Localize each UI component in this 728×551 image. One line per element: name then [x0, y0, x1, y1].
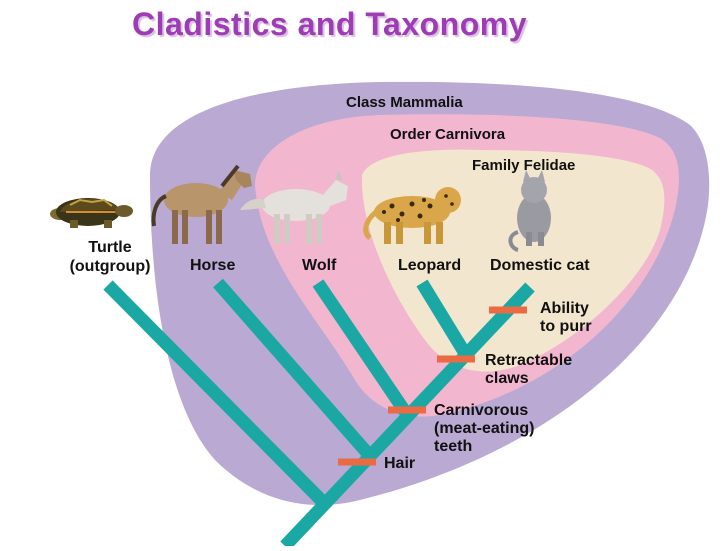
taxon-label-wolf: Wolf	[302, 257, 337, 274]
horse-illustration	[151, 164, 252, 244]
taxon-label-leopard: Leopard	[398, 257, 462, 274]
taxon-label-horse: Horse	[190, 257, 236, 274]
domestic-cat-illustration	[508, 170, 551, 252]
trait-label-carnivorous-teeth: Carnivorous (meat-eating) teeth	[434, 402, 534, 456]
order-carnivora-label: Order Carnivora	[390, 126, 506, 143]
turtle-illustration	[50, 198, 133, 228]
class-mammalia-label: Class Mammalia	[346, 94, 463, 111]
taxon-label-turtle: Turtle (outgroup)	[54, 238, 166, 276]
carnivorous-label-line1: Carnivorous	[434, 402, 529, 419]
turtle-label-line1: Turtle	[88, 239, 132, 256]
carnivorous-label-line2: (meat-eating)	[434, 420, 535, 437]
purr-label-line2: to purr	[540, 318, 592, 335]
retractable-label-line1: Retractable	[485, 352, 573, 369]
branch-horse	[213, 278, 375, 461]
trait-label-hair: Hair	[384, 455, 416, 472]
branch-turtle	[103, 280, 330, 509]
retractable-label-line2: claws	[485, 370, 529, 387]
branch-leopard	[416, 279, 472, 359]
purr-label-line1: Ability	[540, 300, 589, 317]
family-felidae-label: Family Felidae	[472, 157, 576, 174]
trait-markers	[338, 306, 527, 466]
taxon-label-domestic-cat: Domestic cat	[490, 257, 590, 274]
trait-label-ability-to-purr: Ability to purr	[540, 300, 592, 336]
branch-wolf	[312, 279, 414, 420]
trait-label-retractable-claws: Retractable claws	[485, 352, 572, 388]
carnivorous-label-line3: teeth	[434, 438, 473, 455]
page-title: Cladistics and Taxonomy	[132, 6, 527, 42]
wolf-illustration	[240, 170, 348, 244]
turtle-label-line2: (outgroup)	[69, 258, 151, 275]
leopard-illustration	[363, 187, 461, 244]
cladogram-tree	[103, 278, 535, 551]
